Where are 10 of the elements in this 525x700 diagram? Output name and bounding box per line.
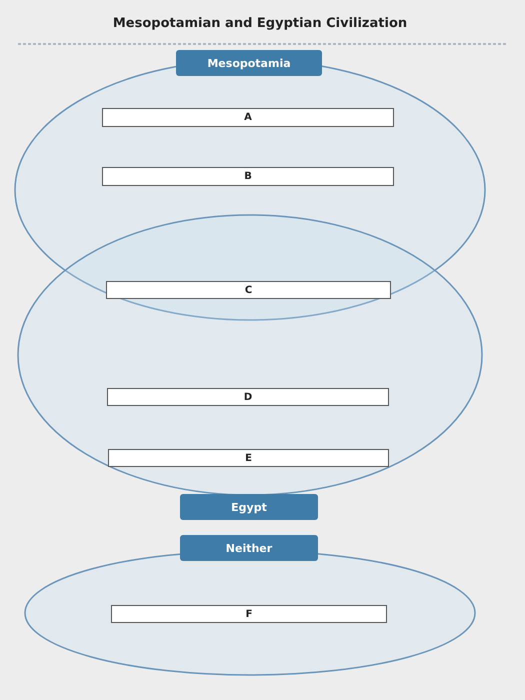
answer-box: B (102, 167, 394, 186)
set-label: Egypt (180, 494, 318, 520)
answer-box: C (106, 281, 391, 299)
set-label: Neither (180, 535, 318, 561)
title: Mesopotamian and Egyptian Civilization (112, 16, 408, 31)
answer-box: A (102, 108, 394, 127)
answer-box: F (111, 605, 387, 623)
set-label: Mesopotamia (176, 50, 322, 76)
answer-box: E (108, 449, 389, 467)
answer-box: D (107, 388, 389, 406)
